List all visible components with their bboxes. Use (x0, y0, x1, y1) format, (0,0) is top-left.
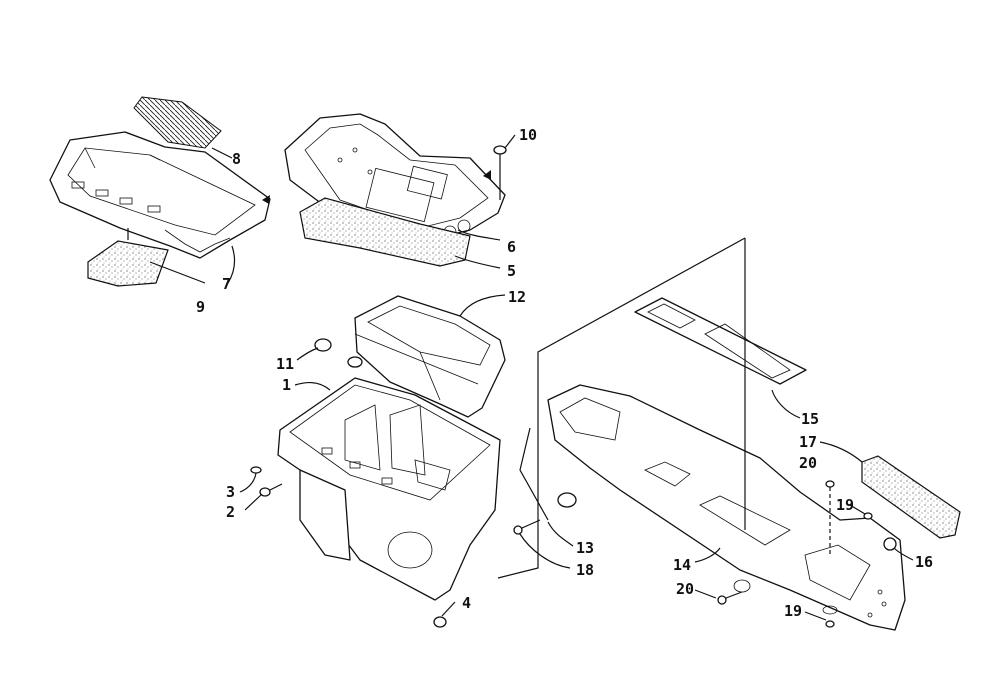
part-18-bolt (513, 519, 541, 535)
part-15-frame (634, 297, 807, 385)
callout-5: 5 (507, 262, 516, 280)
part-4-cap (433, 616, 447, 628)
callout-9: 9 (196, 298, 205, 316)
callout-13: 13 (576, 539, 594, 557)
part-10-screw (493, 145, 507, 200)
callout-20-top: 20 (799, 454, 817, 472)
callout-11: 11 (276, 355, 294, 373)
callout-19-bottom: 19 (784, 602, 802, 620)
part-1-airbox (277, 377, 501, 601)
part-11-fastener (314, 338, 363, 368)
part-12-cover (354, 295, 506, 418)
callout-17: 17 (799, 433, 817, 451)
part-16-plug (883, 537, 897, 551)
part-3-washer (250, 466, 262, 474)
callout-labels: 8 7 9 6 5 10 12 11 1 3 2 4 13 18 14 15 1… (196, 126, 933, 620)
part-20-screw-bottom (717, 579, 751, 605)
callout-3: 3 (226, 483, 235, 501)
part-9-foam-block (87, 228, 169, 287)
callout-4: 4 (462, 594, 471, 612)
callout-16: 16 (915, 553, 933, 571)
callout-10: 10 (519, 126, 537, 144)
callout-15: 15 (801, 410, 819, 428)
callout-18: 18 (576, 561, 594, 579)
callout-12: 12 (508, 288, 526, 306)
callout-14: 14 (673, 556, 691, 574)
part-17-foam-block (861, 455, 961, 539)
callout-20-bottom: 20 (676, 580, 694, 598)
callout-2: 2 (226, 503, 235, 521)
callout-6: 6 (507, 238, 516, 256)
part-8-grille (133, 96, 222, 149)
callout-7: 7 (222, 275, 231, 293)
callout-1: 1 (282, 376, 291, 394)
part-7-front-panel (49, 131, 271, 259)
part-2-bolt (259, 483, 283, 497)
callout-8: 8 (232, 150, 241, 168)
part-20-screw-top (825, 480, 835, 554)
callout-19-top: 19 (836, 496, 854, 514)
part-19-nut-top (863, 512, 873, 520)
part-19-nut-bottom (822, 605, 838, 628)
part-13-rod (519, 427, 577, 521)
leader-lines (149, 134, 914, 621)
part-14-console (547, 384, 906, 631)
